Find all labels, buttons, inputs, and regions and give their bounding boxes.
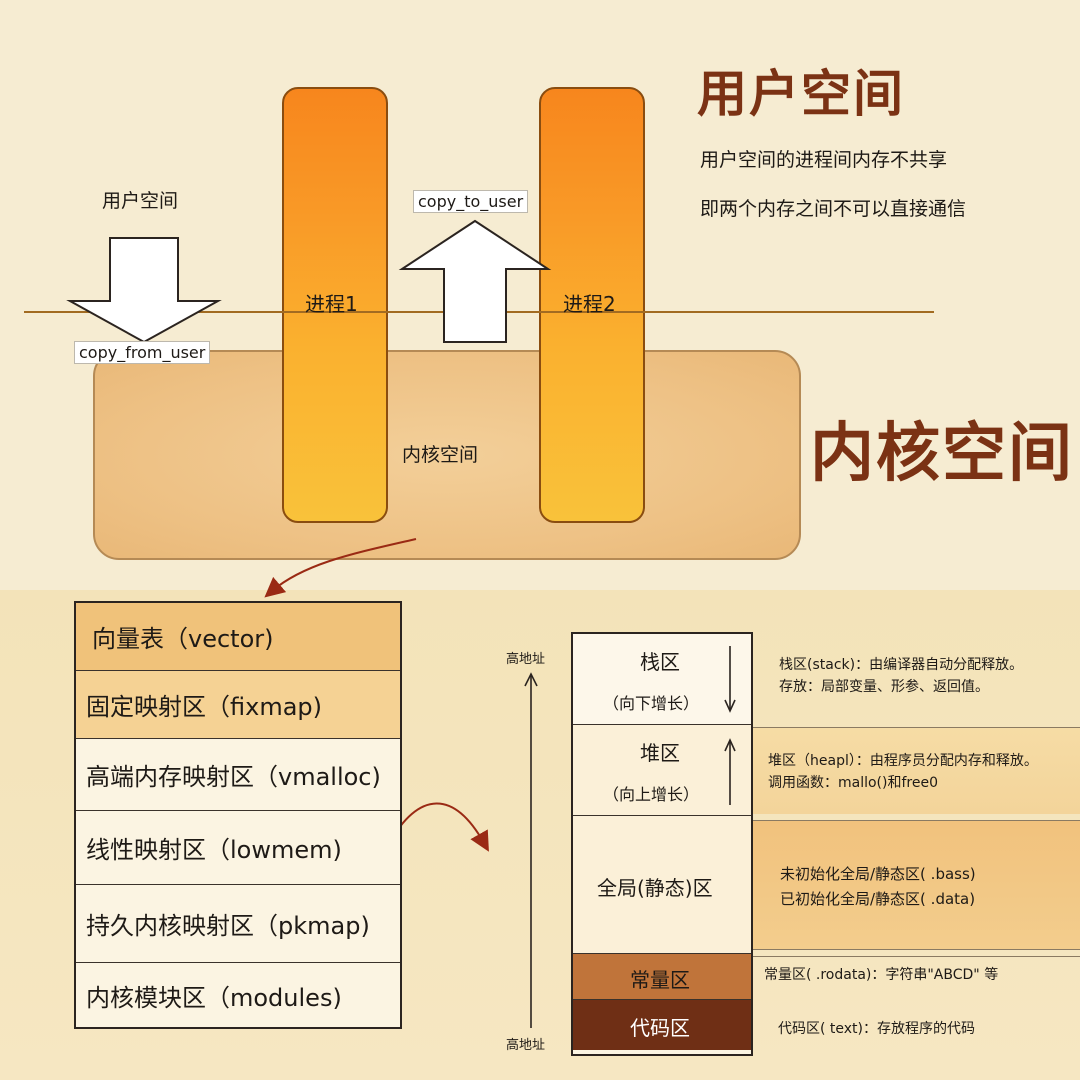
- user-space-small-label: 用户空间: [102, 186, 178, 213]
- code-segment: 代码区: [573, 1000, 751, 1050]
- kernel-region-fixmap: 固定映射区（fixmap): [76, 671, 400, 739]
- heap-note-1: 堆区（heapl）：由程序员分配内存和释放。: [768, 751, 1038, 772]
- kernel-region-label: 向量表（vector): [86, 619, 274, 654]
- code-note: 代码区( text)：存放程序的代码: [778, 1019, 975, 1040]
- heap-segment: 堆区 （向上增长）: [573, 725, 751, 816]
- kernel-region-label: 固定映射区（fixmap): [86, 687, 322, 722]
- kernel-region-label: 内核模块区（modules): [86, 978, 342, 1013]
- down-arrow-icon: [66, 236, 222, 346]
- address-axis-arrow-icon: [523, 670, 539, 1030]
- copy-to-user-tag: copy_to_user: [413, 190, 528, 213]
- up-growth-arrow-icon: [723, 737, 737, 807]
- global-band: [751, 820, 1080, 950]
- global-note-2: 已初始化全局/静态区( .data): [780, 889, 975, 910]
- const-note: 常量区( .rodata)：字符串"ABCD" 等: [764, 965, 998, 986]
- kernel-regions-table: 向量表（vector) 固定映射区（fixmap) 高端内存映射区（vmallo…: [74, 601, 402, 1029]
- stack-name: 栈区: [640, 646, 680, 675]
- up-arrow-icon: [398, 218, 552, 344]
- heap-note-2: 调用函数：mallo()和free0: [768, 773, 938, 794]
- kernel-space-small-label: 内核空间: [402, 440, 478, 467]
- kernel-region-vmalloc: 高端内存映射区（vmalloc): [76, 739, 400, 811]
- kernel-region-modules: 内核模块区（modules): [76, 963, 400, 1027]
- copy-from-user-tag: copy_from_user: [74, 341, 210, 364]
- address-axis-top-label: 高地址: [506, 648, 545, 667]
- kernel-region-pkmap: 持久内核映射区（pkmap): [76, 885, 400, 963]
- const-segment: 常量区: [573, 954, 751, 1000]
- process-1-label: 进程1: [305, 288, 358, 317]
- global-note-1: 未初始化全局/静态区( .bass): [780, 864, 976, 885]
- user-space-title: 用户空间: [697, 54, 905, 126]
- global-segment: 全局(静态)区: [573, 816, 751, 954]
- heap-growth: （向上增长）: [603, 781, 699, 805]
- stack-growth: （向下增长）: [603, 690, 699, 714]
- kernel-region-vector: 向量表（vector): [76, 603, 400, 671]
- stack-segment: 栈区 （向下增长）: [573, 634, 751, 725]
- kernel-space-title: 内核空间: [810, 402, 1074, 494]
- kernel-region-label: 线性映射区（lowmem): [86, 830, 342, 865]
- code-name: 代码区: [630, 1012, 690, 1041]
- heap-name: 堆区: [640, 737, 680, 766]
- memory-layout-stack: 栈区 （向下增长） 堆区 （向上增长） 全局(静态)区 常量区 代码区: [571, 632, 753, 1056]
- stack-note-1: 栈区(stack)：由编译器自动分配释放。: [779, 655, 1023, 676]
- kernel-region-lowmem: 线性映射区（lowmem): [76, 811, 400, 885]
- address-axis-bottom-label: 高地址: [506, 1034, 545, 1053]
- user-space-desc-1: 用户空间的进程间内存不共享: [700, 145, 947, 172]
- kernel-region-label: 持久内核映射区（pkmap): [86, 906, 370, 941]
- global-name: 全局(静态)区: [597, 872, 713, 901]
- const-name: 常量区: [630, 964, 690, 993]
- kernel-region-label: 高端内存映射区（vmalloc): [86, 757, 381, 792]
- stack-note-2: 存放：局部变量、形参、返回值。: [779, 677, 989, 698]
- down-growth-arrow-icon: [723, 644, 737, 714]
- red-curve-arrow-icon: [260, 535, 420, 600]
- user-space-desc-2: 即两个内存之间不可以直接通信: [700, 194, 966, 221]
- process-2-label: 进程2: [563, 288, 616, 317]
